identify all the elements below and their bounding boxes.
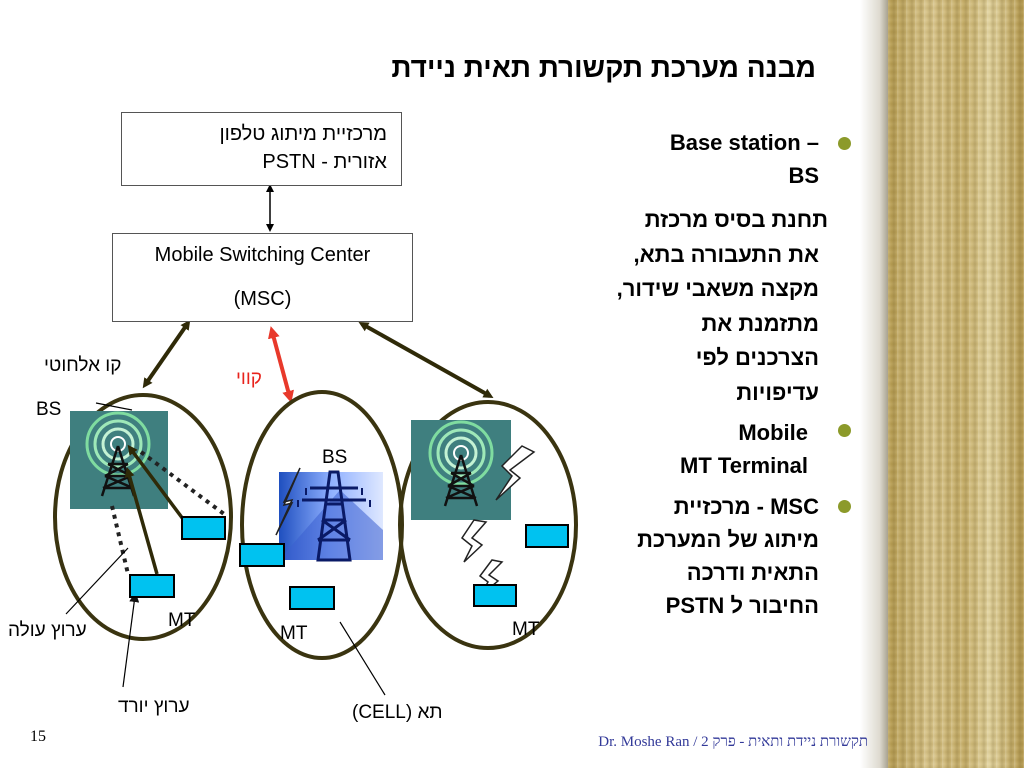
bullet-3-line4: החיבור ל PSTN [665,593,819,618]
bullet-1-subtext: תחנת בסיס מרכזת את התעבורה בתא, מקצה משא… [617,203,828,410]
msc-label-line1: Mobile Switching Center [154,244,371,266]
downlink-arrow-right [127,444,185,521]
bullet-1-sub-line: תחנת בסיס מרכזת [644,207,828,232]
mobile-terminal [129,516,569,610]
bs-left-label: BS [36,399,62,420]
pstn-switch-box: מרכזיית מיתוג טלפון אזורית - PSTN [121,112,402,186]
power-pylon-icon [279,470,383,562]
bullet-2-text: Mobile MT Terminal [680,416,808,482]
bullet-3-line2: מיתוג של המערכת [637,527,819,552]
bullet-dot [838,424,851,437]
msc-box: Mobile Switching Center (MSC) [112,233,413,322]
uplink-dotted-left [110,505,130,575]
pstn-label-line2: אזורית - PSTN [262,151,387,173]
bullet-3-line1: MSC - מרכזיית [673,494,819,519]
pstn-label-line1: מרכזיית מיתוג טלפון [219,123,387,145]
bullet-1-sub-line: מקצה משאבי שידור, [616,276,819,301]
footer-text: Dr. Moshe Ran / תקשורת ניידת ותאית - פרק… [598,734,868,750]
mt-left-label: MT [168,610,196,631]
bullet-2-line2: MT Terminal [680,453,808,478]
decorative-shadow [860,0,888,768]
bullet-2-line1: Mobile [738,420,808,445]
cell-left [53,393,233,641]
downlink-label: ערוץ יורד [118,696,190,717]
msc-left-cell-link [142,319,191,389]
antenna-tower-icon [411,420,511,520]
bullet-1-sub-line: הצרכנים לפי [695,345,819,370]
bullet-3-text: MSC - מרכזיית מיתוג של המערכת התאית ודרכ… [637,490,819,622]
msc-middle-cell-wired-link [268,326,294,403]
downlink-arrow-left [124,467,159,575]
antenna-tower-icon [70,411,168,509]
cell-label: תא (CELL) [352,702,443,723]
bullet-dot [838,500,851,513]
msc-right-cell-link [358,322,494,398]
bullet-1-sub-line: את התעבורה בתא, [633,241,819,267]
wireless-link-label: קו אלחוטי [44,355,122,376]
decorative-gold-bar [888,0,1024,768]
slide-title: מבנה מערכת תקשורת תאית ניידת [391,52,816,83]
page-number: 15 [30,728,46,745]
bullet-1-text: Base station – BS [670,126,819,192]
mt-right-label: MT [512,619,540,640]
mt-middle-label: MT [280,623,308,644]
uplink-label: ערוץ עולה [8,620,87,641]
bullet-dot [838,137,851,150]
bullet-1-sub-line: עדיפויות [736,379,819,405]
bullet-1-line2: BS [788,163,819,188]
bullet-1-line1: Base station – [669,130,819,155]
msc-label-line2: (MSC) [233,288,292,310]
cell-right [398,400,578,650]
bs-middle-label: BS [322,447,348,468]
bullet-3-line3: התאית ודרכה [686,560,819,585]
bullet-1-sub-line: מתזמנת את [701,310,819,336]
wired-label: קווי [236,368,263,389]
